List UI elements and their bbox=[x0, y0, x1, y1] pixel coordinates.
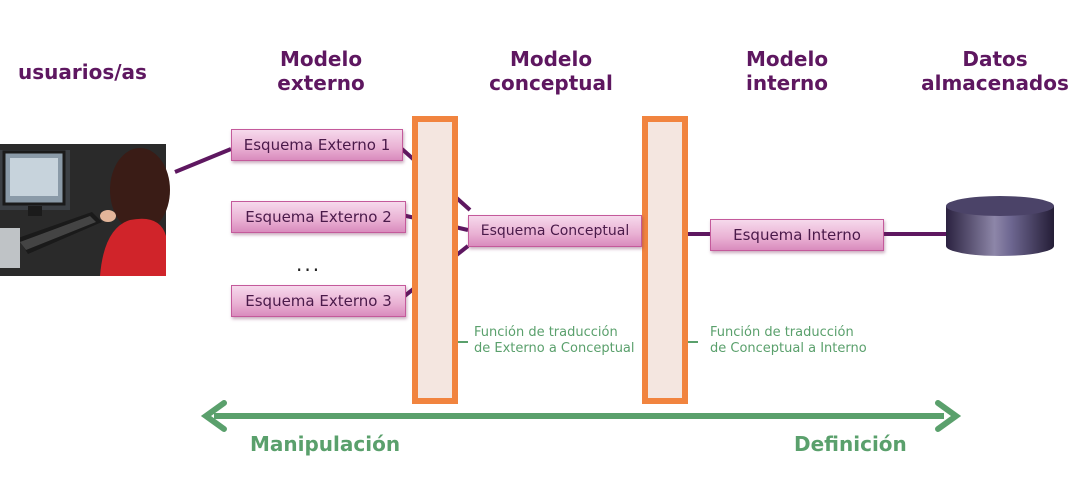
conceptual-schema: Esquema Conceptual bbox=[468, 215, 642, 247]
header-internal-line2: interno bbox=[745, 71, 829, 95]
header-internal-model: Modelo interno bbox=[730, 47, 844, 95]
note-ext-conc-line2: de Externo a Conceptual bbox=[474, 341, 635, 356]
user-computer-photo bbox=[0, 144, 170, 276]
external-schema-2: Esquema Externo 2 bbox=[231, 201, 406, 233]
header-stored-data: Datos almacenados bbox=[912, 47, 1078, 95]
database-cylinder-icon bbox=[946, 196, 1054, 256]
header-internal-line1: Modelo bbox=[745, 47, 829, 71]
note-ext-conc-line1: Función de traducción bbox=[474, 325, 618, 340]
header-conceptual-model: Modelo conceptual bbox=[480, 47, 622, 95]
translation-band-external-conceptual bbox=[412, 116, 458, 404]
header-data-line2: almacenados bbox=[921, 71, 1069, 95]
manipulation-definition-arrow bbox=[200, 400, 962, 432]
header-external-line1: Modelo bbox=[279, 47, 363, 71]
note-external-to-conceptual: Función de traducción de Externo a Conce… bbox=[474, 325, 635, 357]
label-definition: Definición bbox=[794, 432, 907, 456]
header-conceptual-line2: conceptual bbox=[489, 71, 613, 95]
external-schema-ellipsis: ... bbox=[296, 252, 322, 276]
note-conc-int-line1: Función de traducción bbox=[710, 325, 854, 340]
note-conc-int-line2: de Conceptual a Interno bbox=[710, 341, 867, 356]
external-schema-1: Esquema Externo 1 bbox=[231, 129, 403, 161]
note-conceptual-to-internal: Función de traducción de Conceptual a In… bbox=[710, 325, 867, 357]
header-external-model: Modelo externo bbox=[260, 47, 382, 95]
header-data-line1: Datos bbox=[962, 47, 1028, 71]
header-users-label: usuarios/as bbox=[18, 60, 147, 84]
header-users: usuarios/as bbox=[18, 60, 147, 84]
translation-band-conceptual-internal bbox=[642, 116, 688, 404]
external-schema-3: Esquema Externo 3 bbox=[231, 285, 406, 317]
header-external-line2: externo bbox=[277, 71, 365, 95]
label-manipulation: Manipulación bbox=[250, 432, 401, 456]
header-conceptual-line1: Modelo bbox=[509, 47, 593, 71]
internal-schema: Esquema Interno bbox=[710, 219, 884, 251]
